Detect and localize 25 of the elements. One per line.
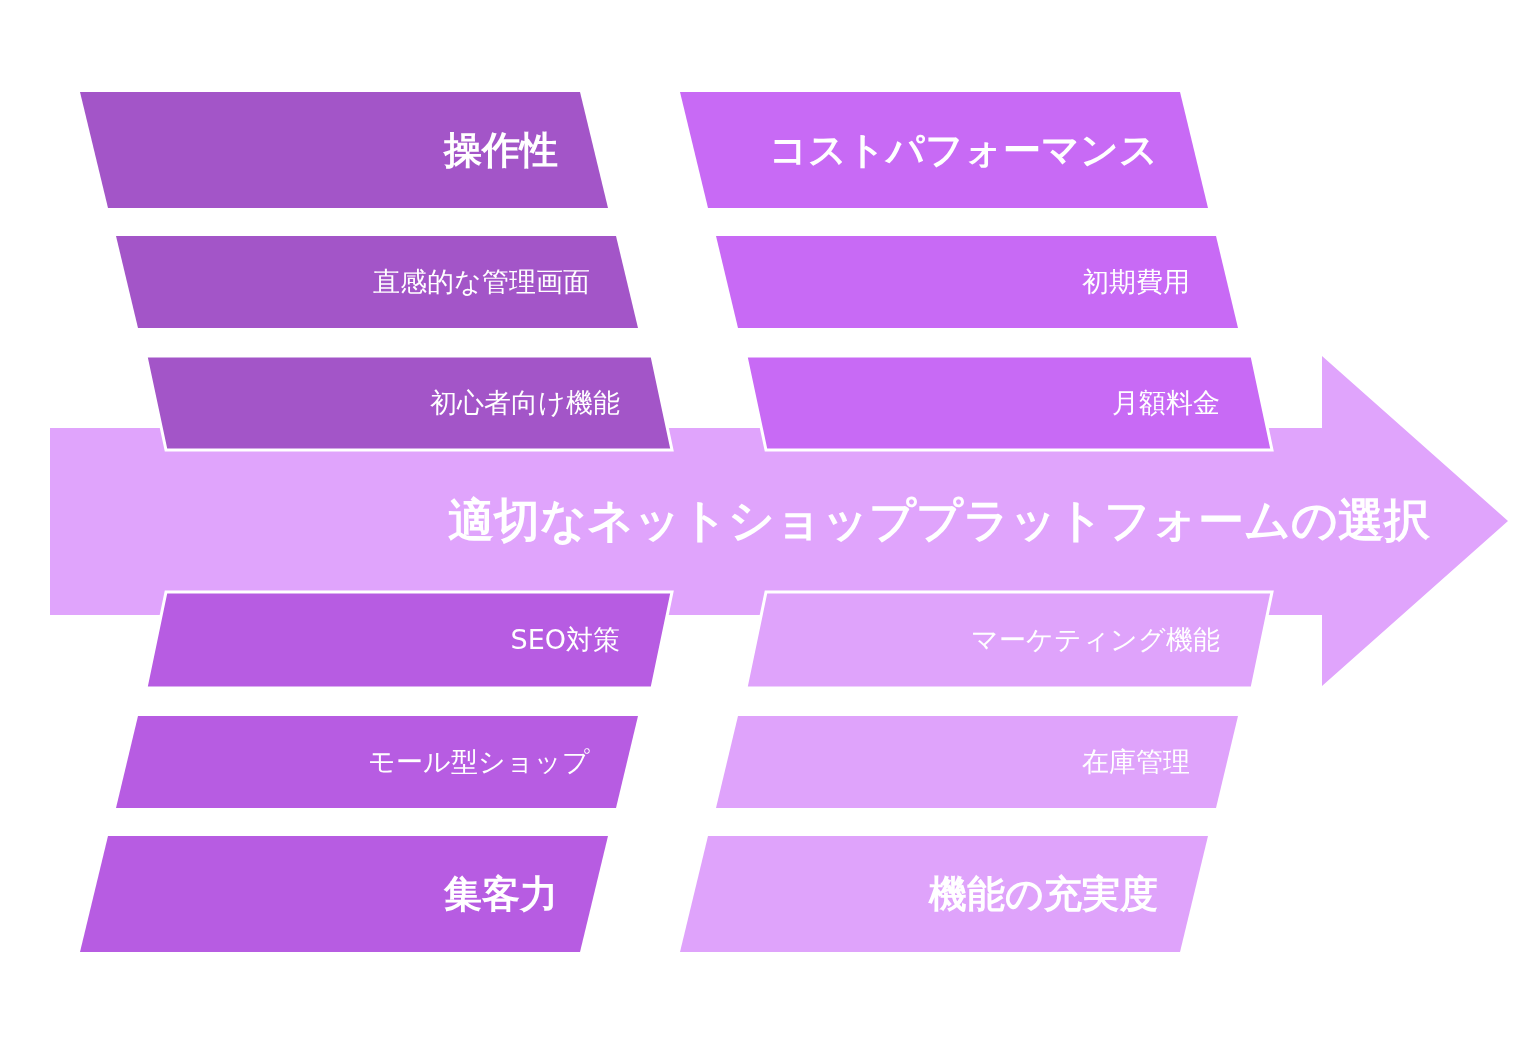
- factor-box: [716, 716, 1238, 808]
- category-box: [80, 836, 608, 952]
- factor-box: [746, 356, 1272, 450]
- category-box: [680, 92, 1208, 208]
- factor-label: 初期費用: [1082, 265, 1190, 299]
- factor-label: SEO対策: [510, 623, 620, 657]
- main-heading: 適切なネットショッププラットフォームの選択: [447, 492, 1430, 549]
- category-box: [80, 92, 608, 208]
- factor-box: [746, 592, 1272, 688]
- factor-box: [146, 356, 672, 450]
- category-label: コストパフォーマンス: [769, 126, 1158, 174]
- category-label: 操作性: [444, 126, 558, 174]
- category-label: 機能の充実度: [929, 870, 1158, 918]
- factor-label: 直感的な管理画面: [373, 265, 590, 299]
- category-box: [680, 836, 1208, 952]
- factor-box: [116, 236, 638, 328]
- category-label: 集客力: [444, 870, 558, 918]
- factor-label: 月額料金: [1112, 386, 1220, 420]
- factor-label: モール型ショップ: [368, 745, 590, 779]
- factor-box: [146, 592, 672, 688]
- factor-box: [716, 236, 1238, 328]
- factor-label: 初心者向け機能: [430, 386, 620, 420]
- factor-box: [116, 716, 638, 808]
- factor-label: マーケティング機能: [971, 623, 1220, 657]
- factor-label: 在庫管理: [1082, 745, 1190, 779]
